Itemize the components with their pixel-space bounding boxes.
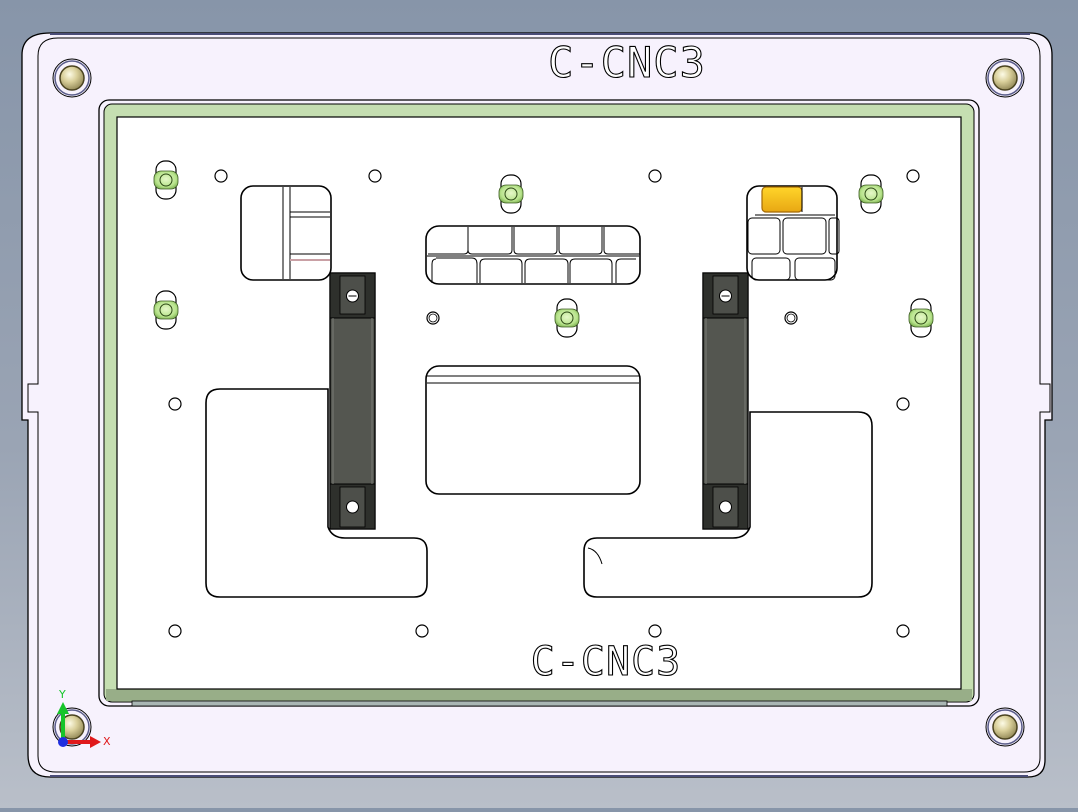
locator-pins [153,160,934,338]
hole-icon [214,169,228,183]
locator-pin-icon [858,174,884,214]
hole-icon [648,624,662,638]
mounting-holes [168,169,920,638]
axis-x-label: X [103,735,111,748]
left-handle[interactable] [329,272,376,530]
locator-pin-icon [153,290,179,330]
hole-icon [168,624,182,638]
corner-bolts [52,58,1025,747]
handles [329,272,749,530]
engraving-bottom: C-CNC3 [531,639,682,685]
right-handle[interactable] [702,272,749,530]
locator-pin-icon [153,160,179,200]
pocket-top-right [746,185,840,281]
axis-y-label: Y [58,688,66,701]
corner-bolt-icon [52,58,92,98]
cutout-left-l [205,388,428,598]
engraving-top: C-CNC3 [548,38,706,87]
locator-pin-icon [554,298,580,338]
hole-icon [906,169,920,183]
hole-icon [896,397,910,411]
axis-triad[interactable]: Y X [57,688,111,748]
corner-bolt-icon [985,58,1025,98]
pocket-top-left [240,185,332,281]
locator-pin-icon [908,298,934,338]
hole-icon [896,624,910,638]
locator-pin-icon [498,174,524,214]
highlighted-key [761,186,803,213]
hole-icon [168,397,182,411]
pocket-center-window [425,365,641,495]
hole-icon [648,169,662,183]
hole-icon [368,169,382,183]
pocket-top-center [425,225,641,285]
hole-icon [415,624,429,638]
corner-bolt-icon [985,707,1025,747]
corner-bolt-icon [52,707,92,747]
cutout-right-l [583,411,873,598]
